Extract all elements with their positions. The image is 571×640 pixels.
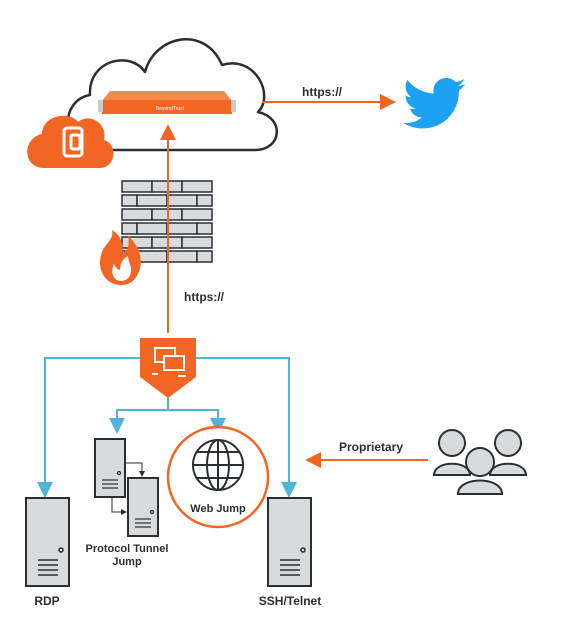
firewall-link-label: https:// [184,290,225,304]
cloud-twitter-link-label: https:// [302,85,343,99]
globe-icon [192,439,244,491]
rdp-server-icon [25,497,70,587]
protocol-tunnel-label-line2: Jump [112,556,142,568]
users-icon [432,429,528,495]
jumpoint-to-tunnel-link [109,409,168,434]
jumpoint-to-ssh-link [196,357,297,498]
protocol-tunnel-label-line1: Protocol Tunnel [86,543,169,555]
appliance-icon: BeyondTrust [98,91,236,114]
appliance-brand-text: BeyondTrust [156,106,185,112]
jumpoint-shield-icon [140,338,196,398]
web-jump-icon [166,425,270,529]
bt-logo-icon [27,115,114,168]
jumpoint-to-rdp-link [37,357,140,498]
twitter-bird-icon [403,77,466,129]
users-link-label: Proprietary [339,440,403,454]
ssh-telnet-label: SSH/Telnet [259,594,321,608]
ssh-server-icon [267,497,312,587]
flame-icon [100,230,141,285]
rdp-label: RDP [34,594,59,608]
web-jump-label: Web Jump [190,503,246,515]
protocol-tunnel-server-icon [94,438,159,537]
jumpoint-to-webjump-link [168,409,226,434]
